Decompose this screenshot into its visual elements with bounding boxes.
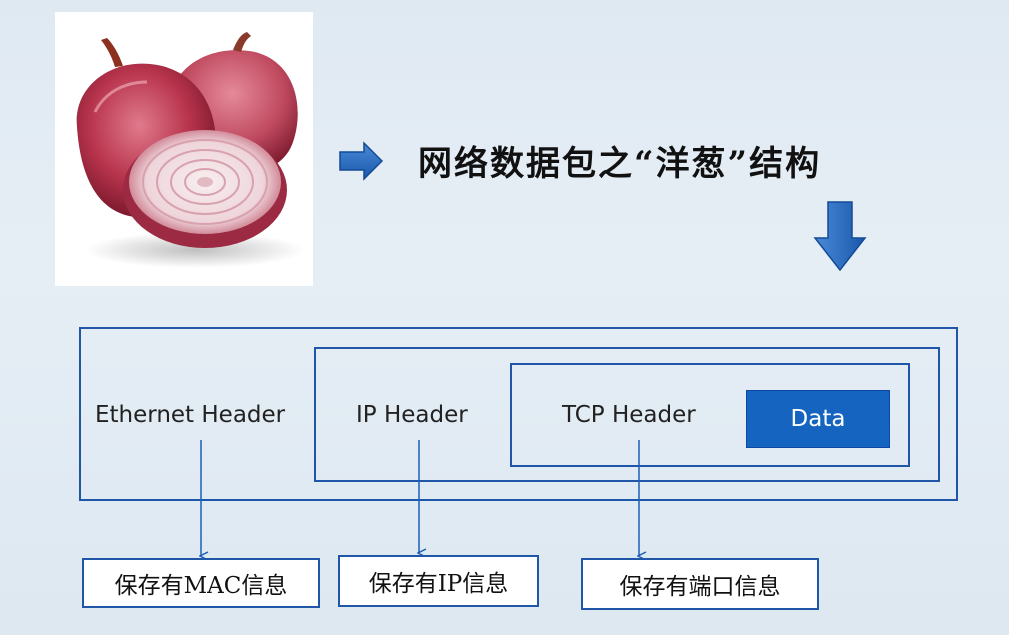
data-payload-box: Data: [746, 390, 890, 448]
ip-packet-box: [314, 347, 940, 482]
onion-image: [55, 12, 313, 286]
port-info-box: 保存有端口信息: [581, 558, 819, 610]
ethernet-frame-box: [79, 327, 958, 501]
tcp-segment-box: [510, 363, 910, 467]
onion-illustration: [76, 32, 305, 268]
ip-header-label: IP Header: [356, 402, 468, 428]
page-title: 网络数据包之“洋葱”结构: [418, 144, 822, 184]
mac-info-box: 保存有MAC信息: [82, 558, 320, 608]
arrow-down-icon: [813, 201, 867, 272]
ethernet-header-label: Ethernet Header: [95, 402, 286, 428]
arrow-right-icon: [339, 141, 384, 181]
tcp-header-label: TCP Header: [562, 402, 696, 428]
ip-info-box: 保存有IP信息: [338, 555, 539, 607]
